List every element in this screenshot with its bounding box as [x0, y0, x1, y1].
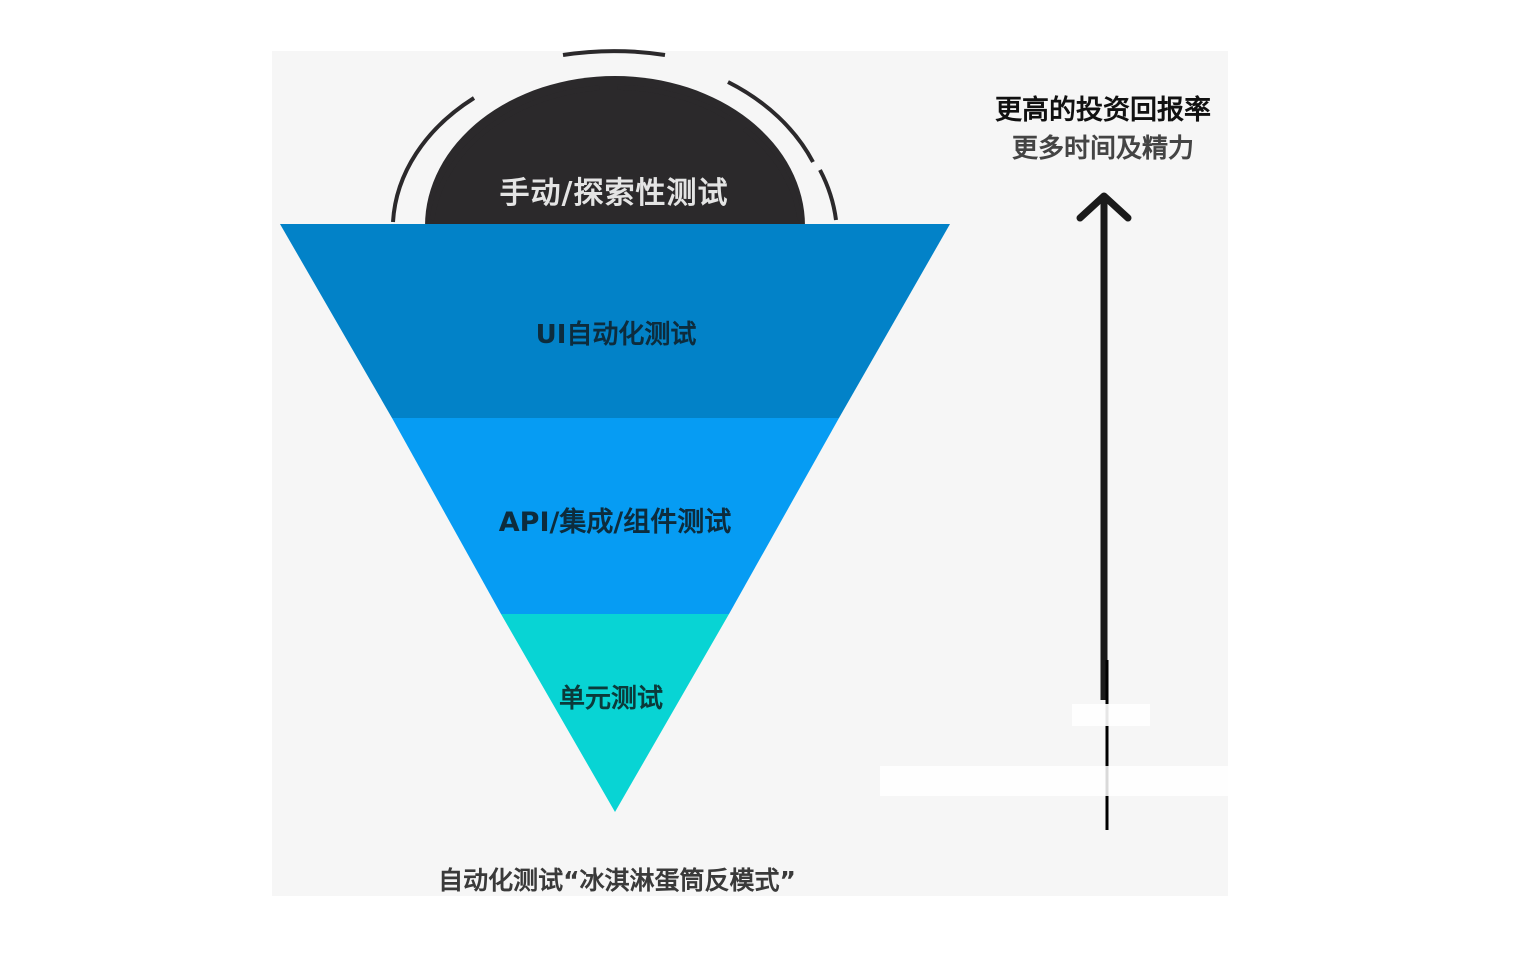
api-integration-label: API/集成/组件测试	[498, 507, 732, 538]
panel-cutout-strip	[880, 766, 1228, 796]
ui-automation-layer	[280, 224, 950, 418]
roi-subtitle: 更多时间及精力	[1011, 134, 1195, 164]
unit-test-layer	[501, 614, 729, 812]
roi-arrow-head	[1076, 192, 1132, 222]
manual-testing-label: 手动/探索性测试	[499, 176, 729, 211]
manual-testing-scoop	[425, 76, 805, 226]
roi-title: 更高的投资回报率	[995, 95, 1211, 126]
motion-arc-top-cap	[562, 49, 666, 57]
motion-arc-outer-left	[391, 96, 476, 223]
motion-arc-inner-top	[429, 84, 803, 221]
diagram-caption: 自动化测试“冰淇淋蛋筒反模式”	[438, 866, 796, 895]
arrow-gap-patch	[1072, 704, 1150, 726]
unit-test-label: 单元测试	[558, 684, 664, 714]
ui-automation-label: UI自动化测试	[535, 320, 697, 350]
api-integration-layer	[392, 418, 839, 614]
motion-arc-outer-right	[727, 80, 815, 163]
motion-arc-lower-right	[818, 169, 838, 221]
